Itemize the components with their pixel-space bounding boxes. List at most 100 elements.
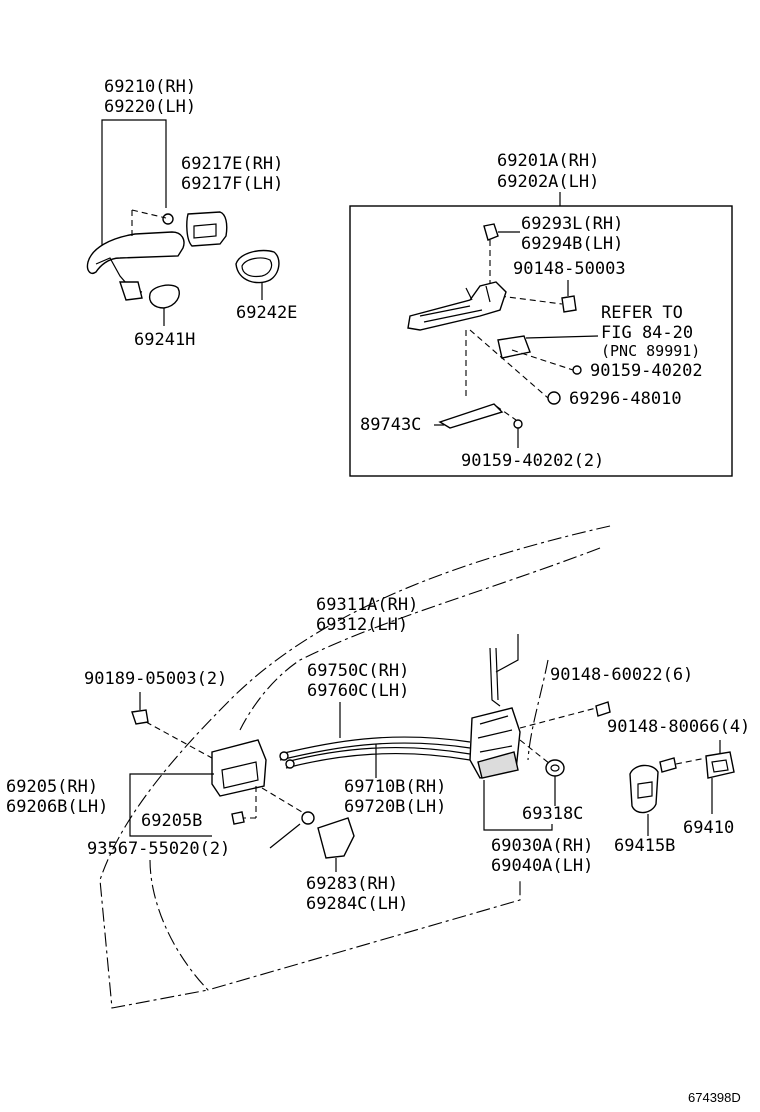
screw-93567 bbox=[301, 811, 315, 825]
lock-dash-cap bbox=[519, 739, 551, 765]
lock-assembly-group: 90148-80066(4) 69410 69415B 69318C 69030… bbox=[469, 701, 750, 876]
door-outline bbox=[99, 525, 611, 1009]
label-69202a-lh: 69202A(LH) bbox=[497, 172, 599, 192]
handle-frame-detail bbox=[419, 285, 491, 323]
label-93567-55020-2: 93567-55020(2) bbox=[87, 839, 230, 859]
handle-cover bbox=[186, 211, 228, 247]
screw-90159-40202-2 bbox=[513, 419, 523, 429]
bolt-90148-50003 bbox=[561, 295, 577, 313]
door-outline-lower bbox=[149, 859, 521, 991]
sensor-dash bbox=[495, 405, 517, 421]
label-89743c: 89743C bbox=[360, 415, 421, 435]
label-90148-80066-4: 90148-80066(4) bbox=[607, 717, 750, 737]
illustration-code: 674398D bbox=[688, 1090, 741, 1105]
label-69293l-rh: 69293L(RH) bbox=[521, 214, 623, 234]
label-90148-60022-6: 90148-60022(6) bbox=[550, 665, 693, 685]
lock-cover bbox=[477, 751, 519, 779]
handle-bezel-69283 bbox=[317, 817, 355, 859]
label-69318c: 69318C bbox=[522, 804, 583, 824]
cable-end-a bbox=[279, 751, 289, 761]
label-69205b: 69205B bbox=[141, 811, 202, 831]
part-69296-48010 bbox=[547, 391, 561, 405]
label-69296-48010: 69296-48010 bbox=[569, 389, 682, 409]
door-outline-outer bbox=[99, 525, 611, 1009]
label-69217e-rh: 69217E(RH) bbox=[181, 154, 283, 174]
door-outline-rear bbox=[527, 659, 549, 761]
label-69294b-lh: 69294B(LH) bbox=[521, 234, 623, 254]
label-69750c-rh: 69750C(RH) bbox=[307, 661, 409, 681]
handle-pad-inner bbox=[241, 257, 273, 278]
outside-handle bbox=[86, 231, 185, 274]
label-69201a-rh: 69201A(RH) bbox=[497, 151, 599, 171]
label-pnc-89991: (PNC 89991) bbox=[601, 342, 700, 360]
label-69206b-lh: 69206B(LH) bbox=[6, 797, 108, 817]
leader-refer bbox=[525, 335, 599, 339]
handle-frame bbox=[407, 281, 507, 331]
bolt-90148-60022 bbox=[595, 701, 611, 717]
label-69415b: 69415B bbox=[614, 836, 675, 856]
label-69217f-lh: 69217F(LH) bbox=[181, 174, 283, 194]
label-69030a-rh: 69030A(RH) bbox=[491, 836, 593, 856]
label-90148-50003: 90148-50003 bbox=[513, 259, 626, 279]
clip-90189-05003 bbox=[131, 709, 149, 725]
striker-plate-inner bbox=[637, 781, 653, 799]
door-striker-inner bbox=[711, 759, 729, 773]
door-striker bbox=[705, 751, 735, 779]
handle-frame-group: 69201A(RH) 69202A(LH) 69293L(RH) 69294B(… bbox=[349, 151, 733, 477]
assembly-box bbox=[349, 205, 733, 477]
screw-dash bbox=[511, 349, 574, 371]
leader-69030a bbox=[483, 780, 553, 831]
cable-upper-2 bbox=[279, 742, 471, 761]
part-dash bbox=[469, 329, 549, 399]
striker-plate bbox=[629, 764, 659, 814]
label-69220-lh: 69220(LH) bbox=[104, 97, 196, 117]
label-90159-40202-2: 90159-40202(2) bbox=[461, 451, 604, 471]
door-outline-window bbox=[239, 547, 601, 731]
label-69720b-lh: 69720B(LH) bbox=[344, 797, 446, 817]
inner-handle-group: 69311A(RH) 69312(LH) 90189-05003(2) 6975… bbox=[6, 595, 693, 914]
cable-upper bbox=[279, 736, 471, 755]
screw-90148-80066 bbox=[659, 757, 677, 773]
label-69311a-rh: 69311A(RH) bbox=[316, 595, 418, 615]
handle-cover-inner bbox=[193, 223, 217, 239]
rear-pad bbox=[148, 284, 180, 309]
label-69410: 69410 bbox=[683, 818, 734, 838]
handle-rod-end bbox=[119, 281, 143, 301]
lock-dash-bolts bbox=[519, 707, 597, 729]
outside-handle-group: 69210(RH) 69220(LH) 69217E(RH) 69217F(LH… bbox=[86, 77, 297, 350]
leader-69205-b bbox=[129, 800, 212, 837]
cable-end-b bbox=[285, 759, 295, 769]
label-69283-rh: 69283(RH) bbox=[306, 874, 398, 894]
leader-69210 bbox=[101, 119, 167, 265]
screw-90159-40202 bbox=[572, 365, 582, 375]
clip-dash-2 bbox=[145, 721, 213, 759]
door-lock-detail bbox=[477, 715, 513, 753]
label-69284c-lh: 69284C(LH) bbox=[306, 894, 408, 914]
cap-69318c-inner bbox=[550, 764, 560, 772]
leader-69205-a bbox=[129, 773, 214, 800]
leader-93567 bbox=[269, 823, 301, 849]
label-69760c-lh: 69760C(LH) bbox=[307, 681, 409, 701]
sensor-89743c bbox=[438, 403, 504, 429]
bolt-dash bbox=[499, 295, 563, 305]
sensor-part bbox=[497, 335, 531, 359]
label-69242e: 69242E bbox=[236, 303, 297, 323]
label-69312-lh: 69312(LH) bbox=[316, 615, 408, 635]
inner-handle bbox=[211, 739, 267, 797]
label-fig-84-20: FIG 84-20 bbox=[601, 323, 693, 343]
clip-69293l bbox=[483, 223, 499, 241]
lock-rod bbox=[489, 647, 501, 707]
leader-69311a bbox=[495, 634, 519, 673]
label-90189-05003-2: 90189-05003(2) bbox=[84, 669, 227, 689]
cable-lower bbox=[285, 746, 471, 763]
cable-lower-2 bbox=[285, 752, 471, 769]
label-69210-rh: 69210(RH) bbox=[104, 77, 196, 97]
label-refer-to: REFER TO bbox=[601, 303, 683, 323]
cap-69318c bbox=[545, 759, 565, 777]
handle-screw-dash bbox=[131, 209, 167, 219]
cap-69205b bbox=[231, 811, 245, 825]
label-90159-40202: 90159-40202 bbox=[590, 361, 703, 381]
label-69040a-lh: 69040A(LH) bbox=[491, 856, 593, 876]
handle-dash-screw bbox=[261, 787, 303, 813]
